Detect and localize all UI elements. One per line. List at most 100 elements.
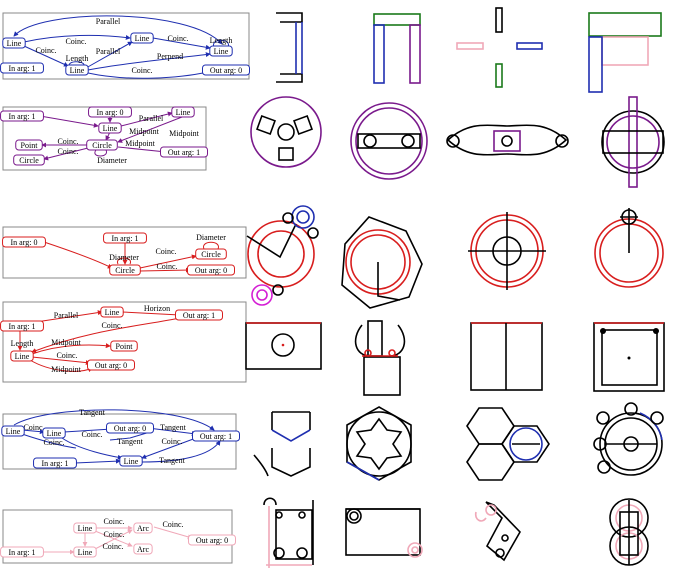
edge-parallel [85,41,133,69]
edge-coinc [21,429,45,435]
graph-node: Point [110,340,138,352]
graph-node-label: Out arg: 1 [200,432,232,441]
sketch-circle [257,230,305,278]
graph-node-label: Line [7,39,22,48]
sketch-point [627,356,631,360]
graph-node: In arg: 1 [0,62,44,74]
edge-horizon [121,311,181,318]
sketch-rect [373,24,385,84]
sketch-r5-c4 [593,402,664,476]
edge-label: Tangent [160,423,186,432]
graph-node-box [0,546,44,558]
graph-node-box [202,64,250,76]
edge [39,115,99,128]
edge-label: Diameter [97,156,127,165]
sketch-circle [282,212,294,224]
edge-midpoint [117,116,183,143]
sketch-circle [307,227,319,239]
graph-node-box [106,422,154,434]
graph-node-box [171,106,195,118]
sketch-circle [388,349,396,357]
graph-node: Line [209,45,233,57]
sketch-circle [251,284,273,306]
graph-node: Line [42,427,66,439]
edge-coinc [139,254,197,269]
edge-label: Midpoint [129,127,160,136]
graph-node-box [130,32,154,44]
edge-label: Coinc. [155,247,176,256]
graph-node-box [15,139,43,151]
edge-coinc [139,267,191,273]
sketch-circle [271,333,295,357]
graph-node: Circle [109,264,141,276]
edge-label: Coinc. [35,46,56,55]
graph-node: In arg: 0 [88,106,132,118]
edge-tangent [109,431,151,441]
graph-node-box [13,154,45,166]
graph-node-label: Line [6,427,21,436]
sketch-rect [363,356,401,396]
graph-node: In arg: 1 [33,457,77,469]
graph-node-label: In arg: 0 [97,108,124,117]
edge-label: Coinc. [56,351,77,360]
edge-label: Perpend [157,52,183,61]
sketch-r4-c4 [593,322,665,392]
graph-node-label: Line [176,108,191,117]
edge-tangent [13,409,215,431]
graph-node-box [10,350,34,362]
graph-node: Out arg: 1 [192,430,240,442]
graph-node-label: Line [47,429,62,438]
sketch-circle [606,115,660,169]
sketch-circle [272,284,284,296]
graph-node: Line [171,106,195,118]
edge-parallel [120,111,173,127]
graph-node: Out arg: 0 [202,64,250,76]
graph-node: Line [98,122,122,134]
sketch-outline [485,501,521,562]
graph-node: In arg: 1 [103,232,147,244]
graph-node-label: Out arg: 0 [195,266,227,275]
graph-node-label: Line [15,352,30,361]
sketch-circle [346,508,362,524]
sketch-r3-c2 [341,216,423,309]
sketch-circle [363,134,377,148]
sketch-rect [293,115,313,135]
edge-length-loop [213,39,229,48]
edge-label: Coinc. [162,520,183,529]
sketch-line [346,461,380,481]
graph-node-box [88,106,132,118]
sketch-circle [296,547,308,559]
graph-node: Line [100,306,124,318]
graph-node-label: Out arg: 0 [95,361,127,370]
edge-coinc [87,70,209,79]
graph-node-box [2,37,26,49]
edge-perpend [87,52,211,71]
sketch-outline [446,124,568,156]
graph-node-label: Circle [92,141,112,150]
edge-coinc [21,433,77,449]
sketch-r4-c2 [354,320,406,396]
sketch-polygon [466,407,515,445]
graph-node-label: Line [105,308,120,317]
graph-node-box [73,522,97,534]
graph-node: Point [15,139,43,151]
graph-node-label: In arg: 1 [9,322,36,331]
graph-node-box [0,320,44,332]
edge-label: Coinc. [102,542,123,551]
sketch-polygon [341,216,423,309]
sketch-line [266,506,312,568]
edge-diameter-loop [203,241,219,250]
edge-label: Midpoint [125,139,156,148]
graph-node: Out arg: 0 [106,422,154,434]
graph-node: In arg: 1 [0,110,44,122]
sketch-arc [389,324,406,357]
sketch-circle [277,123,295,141]
graph-node: In arg: 0 [2,236,46,248]
graph-node-label: Line [135,34,150,43]
graph-node-box [65,64,89,76]
edge-label: Coinc. [57,147,78,156]
graph-node: Out arg: 1 [175,309,223,321]
sketch-circle [446,134,460,148]
